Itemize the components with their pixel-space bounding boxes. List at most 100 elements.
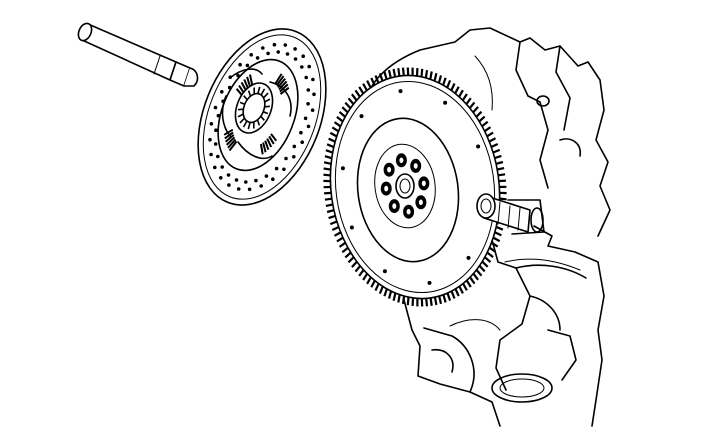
gear-tooth: [469, 276, 476, 285]
spring-coil: [270, 133, 278, 142]
gear-tooth: [486, 251, 494, 258]
flywheel-bolt-center: [406, 208, 411, 215]
spring-coil: [275, 75, 285, 87]
gear-tooth: [366, 80, 372, 89]
gear-tooth: [387, 69, 392, 79]
friction-rivet: [209, 152, 213, 157]
gear-tooth: [341, 246, 349, 254]
gear-tooth: [341, 106, 349, 114]
friction-rivet: [301, 54, 306, 58]
gear-tooth: [442, 77, 447, 86]
gear-tooth: [450, 290, 456, 299]
gear-tooth: [326, 209, 335, 214]
gear-tooth: [336, 116, 344, 123]
gear-tooth: [475, 269, 483, 277]
hub-spline: [243, 95, 248, 101]
gear-tooth: [478, 115, 486, 123]
friction-rivet: [219, 176, 223, 180]
gear-tooth: [478, 265, 486, 273]
gear-tooth: [362, 273, 369, 281]
friction-rivet: [234, 178, 239, 182]
gear-tooth: [468, 101, 476, 109]
gear-tooth: [344, 251, 352, 259]
clutch-disc-rivets: [208, 42, 316, 192]
hub-spline: [237, 113, 244, 118]
friction-rivet: [261, 46, 265, 50]
gear-tooth: [498, 179, 506, 183]
gear-tooth: [433, 73, 438, 82]
gear-tooth: [392, 292, 397, 301]
friction-rivet: [306, 102, 310, 106]
gear-tooth: [424, 69, 429, 79]
gear-tooth: [446, 79, 452, 89]
friction-rivet: [292, 155, 296, 159]
gear-tooth: [446, 292, 452, 301]
gear-tooth: [354, 89, 361, 98]
gear-tooth: [366, 276, 372, 285]
gear-tooth: [484, 126, 492, 133]
flywheel-icon: [323, 67, 507, 307]
gear-tooth: [347, 97, 355, 105]
friction-rivet: [255, 56, 260, 60]
friction-rivet: [282, 167, 286, 172]
gear-tooth: [323, 167, 331, 171]
spring-coil: [243, 79, 249, 89]
friction-rivet: [311, 77, 315, 82]
hub-spline: [256, 119, 261, 126]
mounting-hole: [476, 144, 481, 149]
friction-rivet: [220, 90, 224, 94]
gear-tooth: [458, 285, 464, 294]
friction-rivet: [226, 173, 231, 177]
gear-tooth: [324, 155, 333, 160]
friction-rivet: [304, 75, 309, 80]
spring-coil: [238, 84, 245, 94]
gear-tooth: [497, 167, 505, 171]
gear-tooth: [462, 283, 468, 291]
gear-tooth: [490, 143, 499, 148]
friction-rivet: [306, 124, 311, 129]
friction-rivet: [285, 52, 290, 56]
spring-coil: [259, 143, 264, 155]
gear-tooth: [325, 149, 334, 154]
friction-rivet: [312, 92, 316, 97]
gear-tooth: [370, 77, 376, 86]
spring-coil: [227, 138, 237, 149]
friction-rivet: [303, 116, 308, 121]
friction-rivet: [272, 42, 277, 47]
engine-block-icon: [371, 27, 611, 427]
gear-tooth: [374, 283, 380, 292]
gear-tooth: [329, 220, 338, 226]
gear-tooth: [329, 131, 338, 138]
spring-coil: [264, 140, 270, 151]
spring-coil: [279, 83, 289, 93]
friction-rivet: [306, 88, 311, 92]
mounting-hole: [359, 114, 364, 119]
gear-tooth: [331, 126, 340, 133]
damper-spring: [223, 128, 238, 152]
gear-tooth: [437, 75, 443, 84]
friction-rivet: [236, 187, 241, 191]
friction-rivet: [254, 178, 258, 183]
flywheel-bolts: [380, 153, 430, 219]
gear-tooth: [387, 290, 393, 299]
mounting-hole: [466, 255, 471, 260]
gear-tooth: [397, 68, 401, 77]
gear-tooth: [458, 89, 464, 98]
gear-tooth: [481, 260, 489, 268]
gear-tooth: [475, 110, 483, 118]
mounting-hole: [349, 225, 354, 230]
friction-rivet: [227, 183, 231, 187]
gear-tooth: [354, 265, 362, 273]
gear-tooth: [425, 298, 429, 307]
friction-rivet: [259, 184, 264, 188]
gear-tooth: [488, 137, 497, 143]
gear-tooth: [499, 197, 507, 201]
gear-tooth: [326, 143, 335, 149]
spring-coil: [249, 74, 254, 85]
gear-tooth: [324, 197, 332, 201]
spring-coil: [224, 131, 234, 140]
friction-rivet: [213, 142, 218, 146]
hub-spline: [260, 115, 265, 121]
